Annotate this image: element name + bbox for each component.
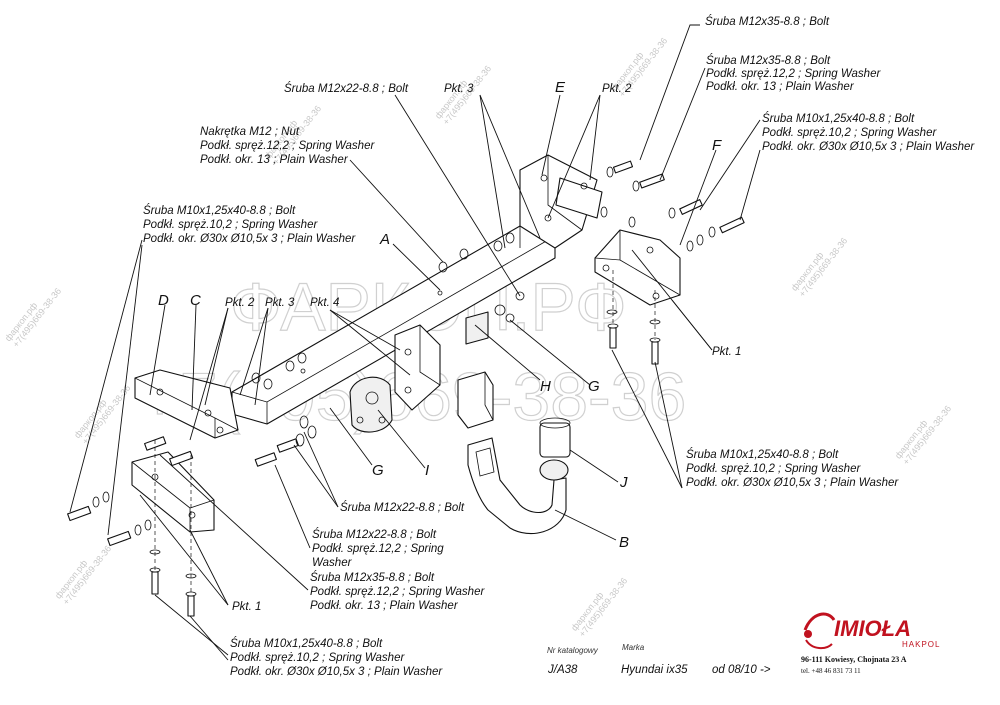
callout-m12x35-line2: Podkł. spręż.12,2 ; Spring Washer: [310, 586, 485, 598]
letter-g-left: G: [372, 462, 384, 479]
callout-f-line1: Śruba M10x1,25x40-8.8 ; Bolt: [762, 112, 915, 125]
socket-bracket-h: [457, 311, 494, 429]
callout-m12x35-line1: Śruba M12x35-8.8 ; Bolt: [310, 571, 435, 584]
pkt1-right: Pkt. 1: [712, 346, 741, 358]
letter-c: C: [190, 292, 201, 309]
make-label: Marka: [622, 643, 645, 652]
make-value: Hyundai ix35: [621, 664, 688, 676]
letter-f: F: [712, 137, 722, 154]
callout-left-line2: Podkł. spręż.10,2 ; Spring Washer: [143, 219, 318, 231]
bracket-c: [134, 369, 239, 439]
bolt-f-1: [668, 199, 703, 219]
part-letters: A B C D E F G G H I J: [158, 79, 722, 551]
bolt-e-2: [632, 173, 665, 192]
pkt2-top: Pkt. 2: [602, 83, 632, 95]
leader-lines: [69, 24, 761, 661]
callout-e-line2: Podkł. spręż.12,2 ; Spring Washer: [706, 68, 881, 80]
letter-j: J: [619, 474, 628, 491]
callout-m12x35-line3: Podkł. okr. 13 ; Plain Washer: [310, 600, 459, 612]
from-value: od 08/10 ->: [712, 664, 771, 676]
brand-name: IMIOŁA: [834, 616, 911, 641]
letter-i: I: [425, 462, 429, 479]
title-block: Nr katalogowy Marka J/A38 Hyundai ix35 o…: [547, 643, 771, 676]
fasteners: [67, 160, 745, 617]
callout-nut-line2: Podkł. spręż.12,2 ; Spring Washer: [200, 140, 375, 152]
callout-m12x22-line3: Washer: [312, 557, 353, 569]
brand-sub: HAKPOL: [902, 640, 940, 649]
callout-bottom-line3: Podkł. okr. Ø30x Ø10,5x 3 ; Plain Washer: [230, 666, 443, 678]
callout-e-line3: Podkł. okr. 13 ; Plain Washer: [706, 81, 855, 93]
pkt1-left: Pkt. 1: [232, 601, 261, 613]
letter-g-right: G: [588, 378, 600, 395]
catalog-value: J/A38: [547, 664, 578, 676]
bracket-f: [594, 229, 681, 306]
callout-top-bolt: Śruba M12x35-8.8 ; Bolt: [705, 15, 830, 28]
bolt-f-2: [708, 216, 745, 238]
callout-f-line2: Podkł. spręż.10,2 ; Spring Washer: [762, 127, 937, 139]
callout-m12x22-top: Śruba M12x22-8.8 ; Bolt: [284, 82, 409, 95]
callout-nut-line1: Nakrętka M12 ; Nut: [200, 126, 300, 138]
letter-b: B: [619, 534, 629, 551]
towbar-logo-icon: [803, 612, 836, 650]
callout-f-line3: Podkł. okr. Ø30x Ø10,5x 3 ; Plain Washer: [762, 141, 975, 153]
callout-left-line1: Śruba M10x1,25x40-8.8 ; Bolt: [143, 204, 296, 217]
letter-d: D: [158, 292, 169, 309]
callout-left-line3: Podkł. okr. Ø30x Ø10,5x 3 ; Plain Washer: [143, 233, 356, 245]
letter-h: H: [540, 378, 551, 395]
center-bracket-i: [394, 324, 441, 411]
bolt-e-1: [606, 160, 634, 178]
pkt3-top: Pkt. 3: [444, 83, 474, 95]
callout-nut-line3: Podkł. okr. 13 ; Plain Washer: [200, 154, 349, 166]
letter-a: A: [379, 231, 390, 248]
pkt-labels: Pkt. 1 Pkt. 1 Pkt. 2 Pkt. 2 Pkt. 3 Pkt. …: [225, 83, 741, 613]
callout-right-lower-line2: Podkł. spręż.10,2 ; Spring Washer: [686, 463, 861, 475]
callout-bottom-line2: Podkł. spręż.10,2 ; Spring Washer: [230, 652, 405, 664]
callout-e-line1: Śruba M12x35-8.8 ; Bolt: [706, 54, 831, 67]
brand-logo: IMIOŁA HAKPOL 96-111 Kowiesy, Chojnata 2…: [801, 612, 940, 675]
bracket-e: [519, 154, 603, 249]
callout-right-lower-line1: Śruba M10x1,25x40-8.8 ; Bolt: [686, 448, 839, 461]
pkt2-left: Pkt. 2: [225, 297, 255, 309]
pkt4: Pkt. 4: [310, 297, 339, 309]
brand-address: 96-111 Kowiesy, Chojnata 23 A: [801, 655, 907, 664]
callout-texts: Śruba M12x35-8.8 ; Bolt Śruba M12x35-8.8…: [143, 15, 975, 678]
callout-m12x22-line1: Śruba M12x22-8.8 ; Bolt: [312, 528, 437, 541]
bracket-d: [131, 451, 215, 533]
detachable-towball: [467, 417, 571, 535]
letter-e: E: [555, 79, 566, 96]
ball-mount-plate: [349, 376, 393, 433]
brand-phone: tel. +48 46 831 73 11: [801, 667, 861, 675]
catalog-label: Nr katalogowy: [547, 646, 599, 655]
callout-m12x22-mid: Śruba M12x22-8.8 ; Bolt: [340, 501, 465, 514]
pkt3-left: Pkt. 3: [265, 297, 295, 309]
callout-right-lower-line3: Podkł. okr. Ø30x Ø10,5x 3 ; Plain Washer: [686, 477, 899, 489]
callout-bottom-line1: Śruba M10x1,25x40-8.8 ; Bolt: [230, 637, 383, 650]
callout-m12x22-line2: Podkł. spręż.12,2 ; Spring: [312, 543, 444, 555]
